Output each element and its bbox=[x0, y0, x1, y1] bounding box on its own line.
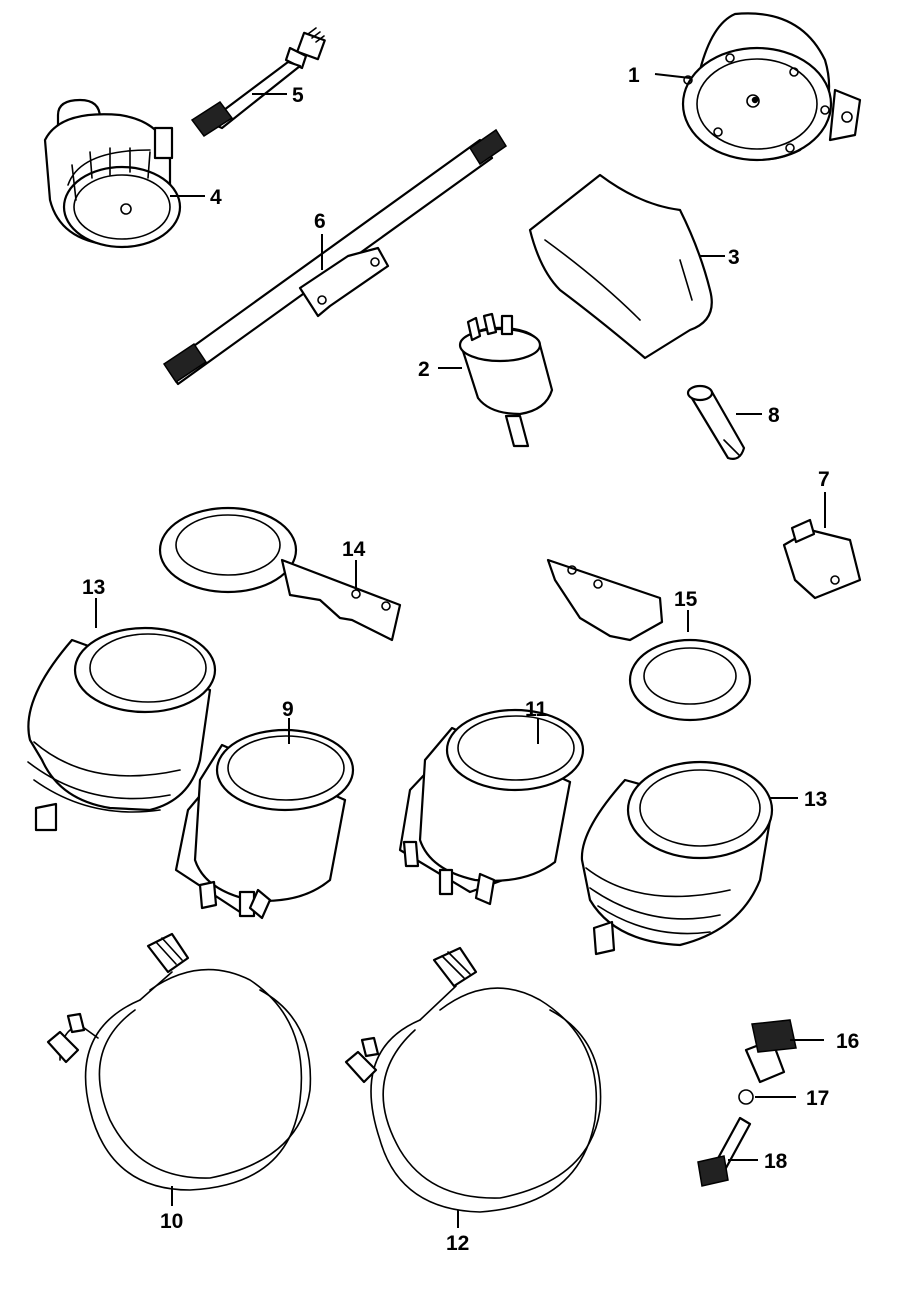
rubber-boot-left bbox=[27, 626, 217, 832]
support-bar bbox=[162, 128, 508, 386]
rubber-boot-right bbox=[580, 760, 774, 956]
callout-17: 17 bbox=[806, 1087, 829, 1110]
leader-lines bbox=[95, 73, 826, 1228]
callout-16: 16 bbox=[836, 1030, 859, 1053]
callout-13-right: 13 bbox=[804, 788, 827, 811]
callout-14: 14 bbox=[342, 538, 366, 561]
callout-13-left: 13 bbox=[82, 576, 105, 599]
callout-7: 7 bbox=[818, 468, 830, 491]
speedo-cable-left bbox=[46, 932, 312, 1191]
callout-9: 9 bbox=[282, 698, 294, 721]
callout-15: 15 bbox=[674, 588, 698, 611]
callout-8: 8 bbox=[768, 404, 780, 427]
callout-1: 1 bbox=[628, 64, 640, 87]
callout-12: 12 bbox=[446, 1232, 469, 1255]
gauge-left bbox=[174, 728, 355, 920]
callout-10: 10 bbox=[160, 1210, 183, 1233]
callout-5: 5 bbox=[292, 84, 304, 107]
callout-numbers: 1 5 4 6 3 2 8 7 14 13 15 9 11 13 16 17 1… bbox=[82, 64, 859, 1255]
callout-4: 4 bbox=[210, 186, 222, 209]
siren-unit bbox=[43, 98, 182, 249]
ring-bracket-left bbox=[158, 506, 402, 642]
callout-18: 18 bbox=[764, 1150, 788, 1173]
callout-3: 3 bbox=[728, 246, 740, 269]
ring-bracket-right bbox=[546, 558, 752, 722]
drive-gear-set bbox=[697, 1019, 797, 1187]
flasher-relay bbox=[458, 312, 554, 448]
capsule bbox=[686, 384, 746, 460]
speedo-cable-right bbox=[344, 946, 602, 1213]
sealing-sheet bbox=[528, 173, 713, 360]
callout-2: 2 bbox=[418, 358, 430, 381]
switch-block bbox=[782, 518, 862, 600]
gauge-right bbox=[398, 708, 585, 906]
callout-11: 11 bbox=[525, 698, 548, 721]
horn bbox=[681, 12, 862, 162]
stud-bolt bbox=[190, 27, 326, 138]
callout-6: 6 bbox=[314, 210, 326, 233]
